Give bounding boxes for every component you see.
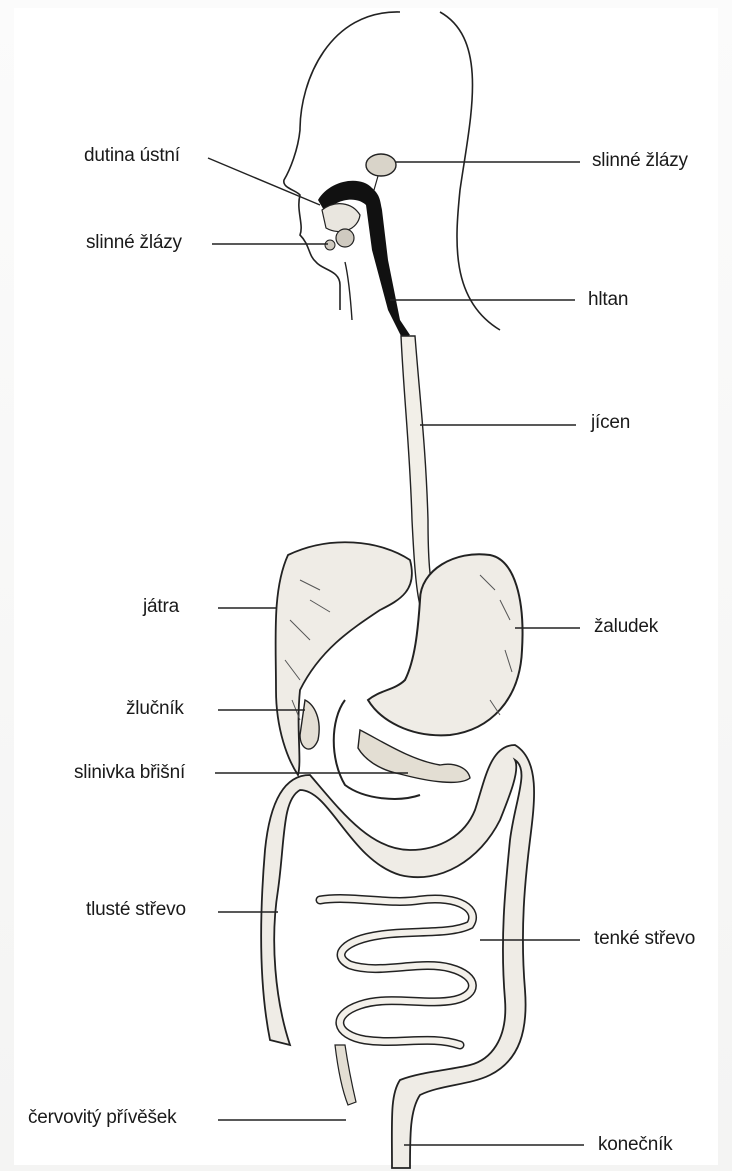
label-zaludek: žaludek	[594, 616, 658, 638]
label-zlucnik: žlučník	[126, 698, 184, 720]
appendix	[335, 1045, 356, 1105]
parotid-gland	[366, 154, 396, 176]
label-dutina-ustni: dutina ústní	[84, 145, 180, 167]
label-slinne-zlazy-right: slinné žlázy	[592, 150, 688, 172]
pancreas	[358, 730, 470, 782]
label-konecnik: konečník	[598, 1134, 672, 1156]
lower-salivary-gland	[336, 229, 354, 247]
label-cervovity: červovitý přívěšek	[28, 1107, 176, 1129]
parotid-duct	[374, 176, 378, 190]
neck-back-outline	[440, 12, 500, 330]
label-jatra: játra	[143, 596, 179, 618]
tongue	[322, 204, 360, 232]
sublingual-gland	[325, 240, 335, 250]
large-intestine	[261, 745, 534, 1168]
neck-front-outline	[345, 262, 352, 320]
label-tenke-strevo: tenké střevo	[594, 928, 695, 950]
label-jicen: jícen	[591, 412, 630, 434]
label-tluste-strevo: tlusté střevo	[86, 899, 186, 921]
label-hltan: hltan	[588, 289, 628, 311]
label-slinne-zlazy-left: slinné žlázy	[86, 232, 182, 254]
gallbladder	[300, 700, 319, 749]
small-intestine	[320, 899, 473, 1045]
label-slinivka: slinivka břišní	[74, 762, 185, 784]
liver	[276, 542, 412, 775]
leader-dutina-ustni	[208, 158, 320, 205]
